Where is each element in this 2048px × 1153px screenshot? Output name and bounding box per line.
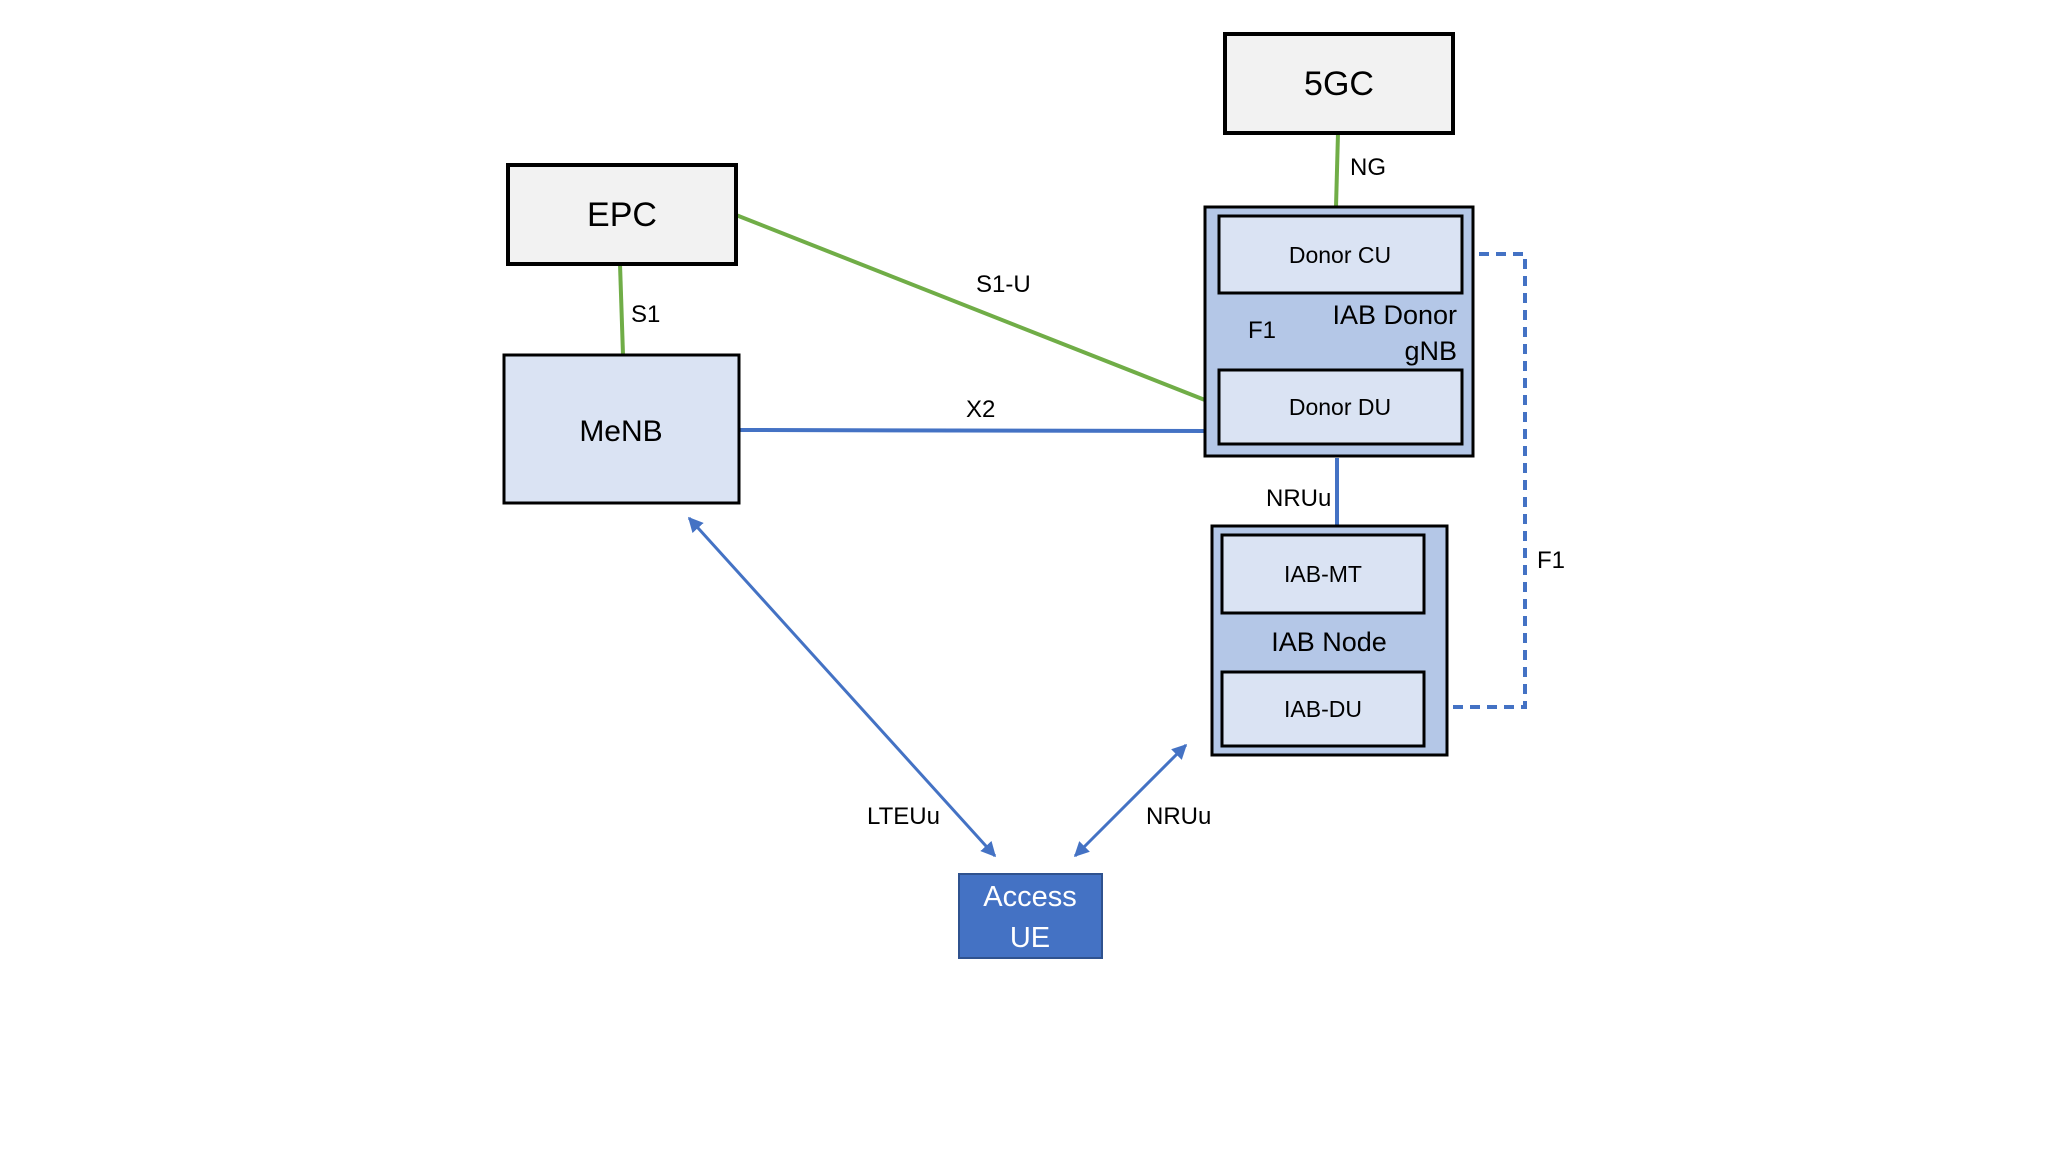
- donor-du-box: [1217, 368, 1464, 446]
- lteuu-link: [687, 516, 997, 858]
- iab-donor-title-line1: IAB Donor: [1332, 300, 1457, 330]
- f1-external-label: F1: [1537, 547, 1565, 574]
- iab-mt-box: [1220, 533, 1426, 615]
- f1-external-link: [1425, 252, 1527, 709]
- nruu-backhaul-label: NRUu: [1266, 485, 1331, 512]
- ng-link: [1334, 132, 1340, 208]
- s1u-link: [735, 213, 1211, 404]
- s1u-label: S1-U: [976, 271, 1031, 298]
- iab-du-label: IAB-DU: [1284, 696, 1362, 722]
- x2-label: X2: [966, 396, 995, 423]
- fivegc-box: 5GC: [1223, 32, 1455, 135]
- iab-donor-title-line2: gNB: [1404, 336, 1457, 366]
- iab-donor-gnb: Donor CU IAB Donor gNB Donor DU: [1203, 205, 1475, 458]
- nruu-access-link: [1073, 743, 1188, 858]
- nruu-access-label: NRUu: [1146, 803, 1211, 830]
- access-ue-label-line1: Access: [983, 881, 1076, 913]
- iab-mt-label: IAB-MT: [1284, 561, 1362, 587]
- f1-internal-label: F1: [1248, 317, 1276, 344]
- fivegc-label: 5GC: [1304, 65, 1374, 103]
- access-ue-label-line2: UE: [1010, 922, 1050, 954]
- menb-label: MeNB: [579, 415, 662, 448]
- epc-label: EPC: [587, 196, 657, 234]
- donor-du-label: Donor DU: [1289, 394, 1391, 420]
- menb-box: MeNB: [502, 353, 741, 505]
- epc-box: EPC: [506, 163, 738, 266]
- iab-node-title: IAB Node: [1271, 627, 1387, 657]
- x2-link: [739, 428, 1206, 433]
- iab-du-box: [1220, 670, 1426, 748]
- donor-cu-box: [1217, 214, 1464, 295]
- donor-cu-label: Donor CU: [1289, 242, 1391, 268]
- lteuu-label: LTEUu: [867, 803, 940, 830]
- s1-link: [618, 263, 625, 356]
- ng-label: NG: [1350, 154, 1386, 181]
- iab-node: IAB-MT IAB Node IAB-DU: [1210, 524, 1449, 757]
- s1-label: S1: [631, 301, 660, 328]
- access-ue-box: Access UE: [958, 873, 1103, 959]
